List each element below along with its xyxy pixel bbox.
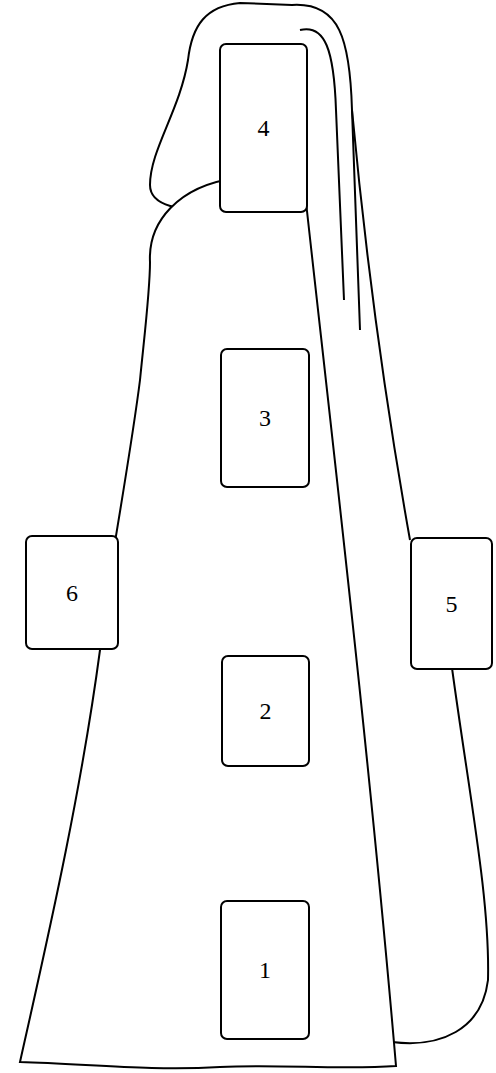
tarot-card: 1 bbox=[220, 900, 310, 1040]
position-number: 6 bbox=[66, 581, 78, 605]
position-number: 3 bbox=[259, 406, 271, 430]
tarot-card: 4 bbox=[219, 43, 308, 213]
tarot-card: 2 bbox=[221, 655, 310, 767]
tarot-card: 3 bbox=[220, 348, 310, 488]
position-number: 4 bbox=[258, 116, 270, 140]
cloak-flap-lower bbox=[392, 668, 488, 1043]
position-number: 2 bbox=[260, 699, 272, 723]
cloak-body bbox=[20, 177, 396, 1068]
cloak-flap-edge bbox=[352, 110, 410, 540]
tarot-card: 6 bbox=[25, 535, 119, 650]
tarot-card: 5 bbox=[410, 537, 493, 670]
position-number: 1 bbox=[259, 958, 271, 982]
position-number: 5 bbox=[446, 592, 458, 616]
